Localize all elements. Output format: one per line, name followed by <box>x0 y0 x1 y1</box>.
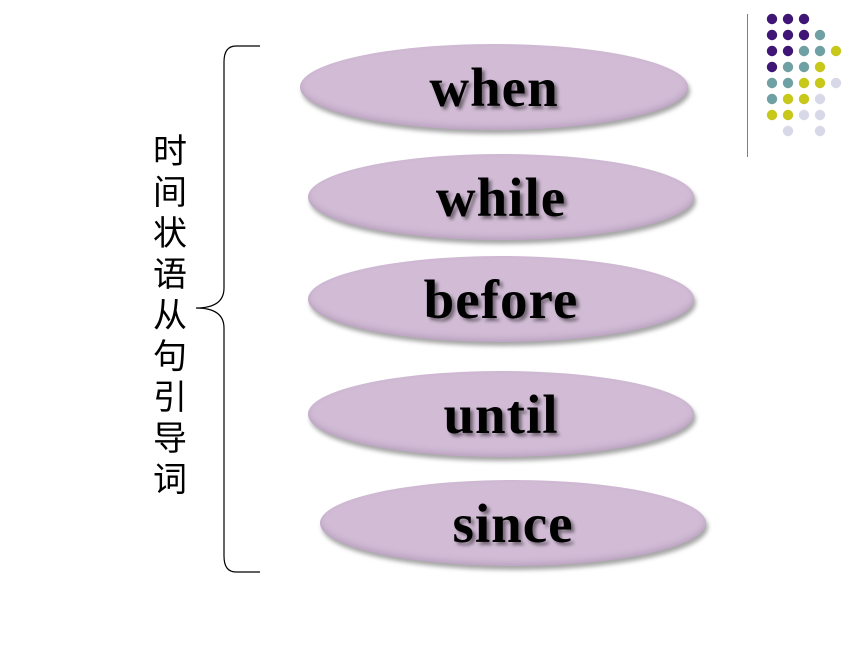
decorative-dot <box>830 45 842 57</box>
vertical-title-char: 句 <box>153 337 187 377</box>
decorative-dot <box>782 93 794 105</box>
decorative-dot <box>830 77 842 89</box>
decorative-dot <box>782 61 794 73</box>
vertical-title-char: 语 <box>153 255 187 295</box>
vertical-title: 时间状语从句引导词 <box>150 132 190 501</box>
conjunction-since: since <box>452 492 574 554</box>
decorative-dot <box>814 61 826 73</box>
decorative-dot <box>798 45 810 57</box>
decorative-dot <box>766 109 778 121</box>
decorative-dot <box>814 109 826 121</box>
conjunction-until: until <box>443 383 559 445</box>
oval-while: while <box>308 154 694 240</box>
decorative-dot <box>782 45 794 57</box>
vertical-title-char: 间 <box>153 173 187 213</box>
decorative-dot <box>814 45 826 57</box>
oval-since: since <box>320 480 706 566</box>
vertical-title-char: 引 <box>153 378 187 418</box>
conjunction-while: while <box>435 166 567 228</box>
decorative-dot <box>814 29 826 41</box>
decorative-dot <box>814 77 826 89</box>
decorative-dot <box>814 125 826 137</box>
decorative-dot <box>782 13 794 25</box>
decorative-dot <box>782 29 794 41</box>
decorative-dot <box>798 61 810 73</box>
decorative-dot <box>798 93 810 105</box>
oval-before: before <box>308 256 694 342</box>
vertical-title-char: 导 <box>153 419 187 459</box>
decorative-dot-grid <box>766 13 842 137</box>
decorative-dot <box>798 13 810 25</box>
conjunction-when: when <box>429 56 559 118</box>
left-brace <box>195 45 260 573</box>
decorative-dot <box>766 77 778 89</box>
oval-when: when <box>300 44 688 130</box>
decorative-divider-line <box>747 14 748 157</box>
vertical-title-char: 状 <box>153 214 187 254</box>
decorative-dot <box>766 29 778 41</box>
decorative-dot <box>766 45 778 57</box>
decorative-dot <box>814 93 826 105</box>
decorative-dot <box>798 77 810 89</box>
decorative-dot <box>782 77 794 89</box>
decorative-dot <box>798 109 810 121</box>
vertical-title-char: 时 <box>153 132 187 172</box>
decorative-dot <box>766 93 778 105</box>
vertical-title-char: 词 <box>153 460 187 500</box>
decorative-dot <box>766 61 778 73</box>
decorative-dot <box>766 13 778 25</box>
conjunction-before: before <box>423 268 579 330</box>
decorative-dot <box>782 125 794 137</box>
vertical-title-char: 从 <box>153 296 187 336</box>
decorative-dot <box>798 29 810 41</box>
oval-until: until <box>308 371 694 457</box>
decorative-dot <box>782 109 794 121</box>
